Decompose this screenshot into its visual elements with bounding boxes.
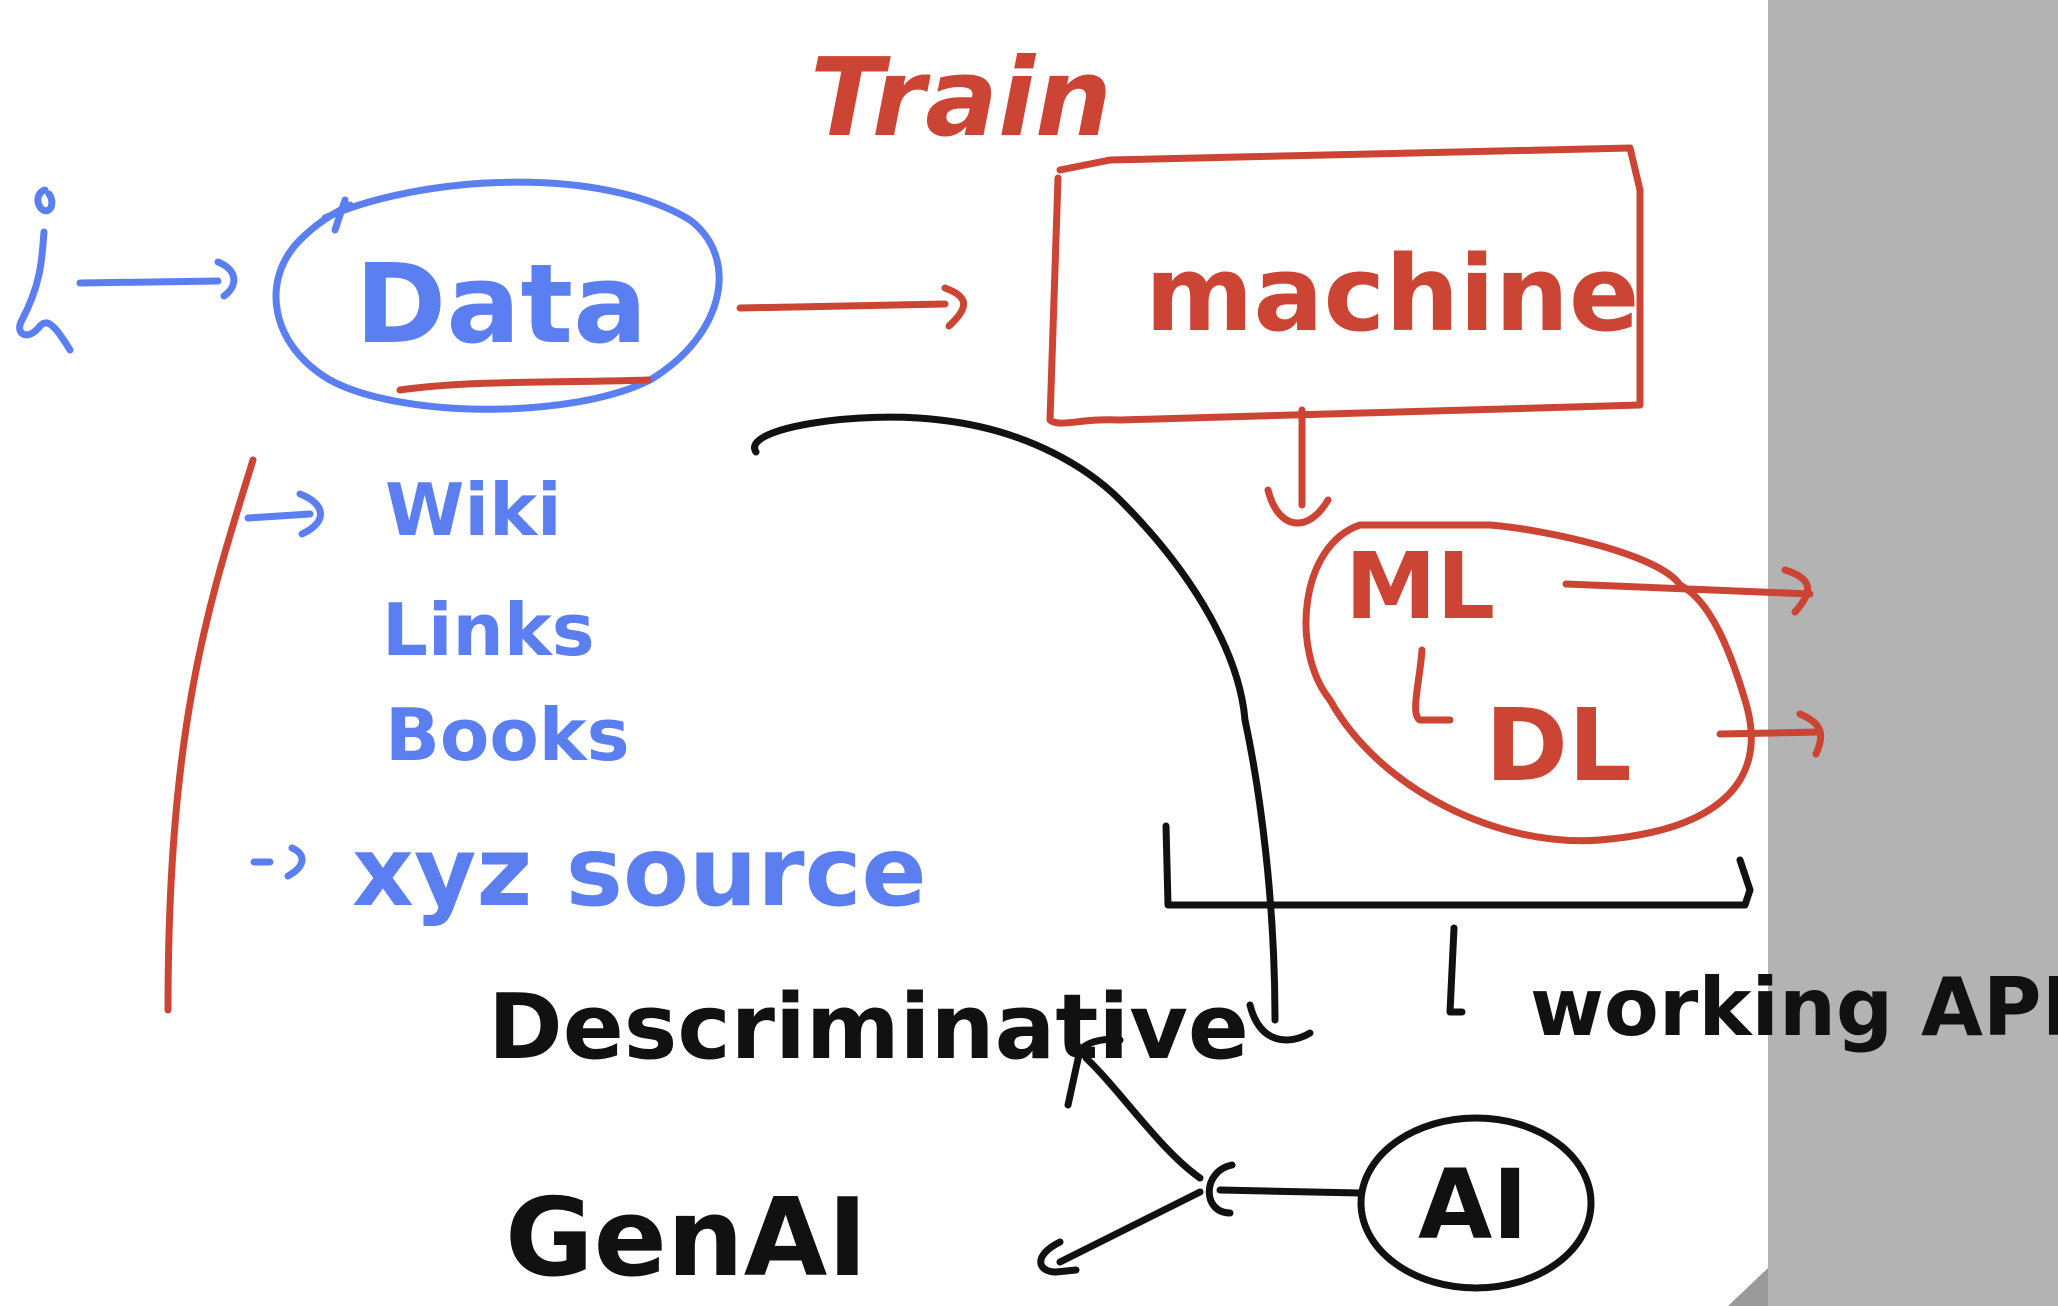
machine-box	[1046, 144, 1644, 427]
ml-output-arrow	[1562, 566, 1814, 616]
data-to-machine-arrow	[736, 284, 967, 330]
ai-group	[751, 413, 1754, 1292]
big-curve	[751, 413, 1314, 1044]
ml-label: ML	[1345, 533, 1495, 640]
wiki-label: Wiki	[385, 468, 562, 552]
ai-ellipse	[1357, 1114, 1595, 1292]
machine-label: machine	[1145, 233, 1639, 355]
books-label: Books	[385, 693, 630, 777]
wiki-arrow	[244, 490, 324, 538]
person-icon	[16, 186, 74, 354]
ai-branch	[1037, 1035, 1364, 1276]
sources-bracket	[164, 456, 257, 1014]
dl-label: DL	[1485, 687, 1632, 804]
side-panel	[1768, 0, 2058, 1306]
person-to-data-arrow	[76, 258, 238, 300]
data-ellipse	[272, 178, 723, 413]
data-underline	[396, 376, 652, 394]
dl-output-arrow	[1716, 710, 1825, 758]
working-app-arrow	[1446, 924, 1466, 1016]
machine-group	[1046, 144, 1825, 845]
ml-to-dl-connector	[1412, 646, 1454, 724]
train-label: Train	[810, 36, 1112, 161]
descriminative-label: Descriminative	[488, 975, 1249, 1080]
links-label: Links	[382, 588, 595, 672]
data-label: Data	[355, 240, 647, 368]
working-app-label: working APP	[1530, 961, 2058, 1054]
panel-corner	[1728, 1268, 1768, 1306]
genai-label: GenAI	[505, 1176, 868, 1301]
ml-dl-ellipse	[1302, 521, 1755, 845]
source-label: xyz source	[352, 816, 927, 928]
working-app-bracket	[1162, 822, 1754, 909]
source-arrow	[250, 844, 306, 880]
data-group	[16, 178, 723, 880]
ai-label: AI	[1418, 1149, 1528, 1261]
machine-to-ml-arrow	[1264, 406, 1332, 527]
